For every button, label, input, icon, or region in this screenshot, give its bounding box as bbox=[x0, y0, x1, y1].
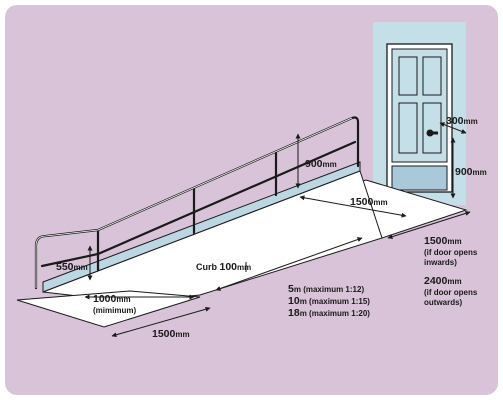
door-outwards-label: 2400mm bbox=[424, 275, 462, 287]
door-inwards-note-2: inwards) bbox=[424, 258, 457, 267]
lower-rail-label: 550mm bbox=[56, 261, 88, 273]
ramp-length-label-2: 10m (maximum 1:15) bbox=[288, 295, 370, 307]
bottom-landing-surface bbox=[16, 290, 201, 328]
door-threshold-height-label: 900mm bbox=[455, 166, 487, 178]
door-handle-height-label: 300mm bbox=[446, 115, 478, 127]
door-inwards-note-1: (if door opens bbox=[424, 248, 478, 257]
ramp-length-label-1: 5m (maximum 1:12) bbox=[288, 283, 364, 295]
bottom-landing-label: 1500mm bbox=[152, 328, 190, 340]
door bbox=[386, 43, 453, 193]
door-outwards-note-1: (if door opens bbox=[424, 288, 478, 297]
door-inwards-label: 1500mm bbox=[424, 235, 462, 247]
curb-label: Curb 100mm bbox=[196, 261, 251, 273]
dimension-lines bbox=[84, 122, 471, 338]
ramp-length-label-3: 18m (maximum 1:20) bbox=[288, 307, 370, 319]
top-landing-label: 1500mm bbox=[350, 196, 388, 208]
bottom-clearance-note: (mimimum) bbox=[93, 306, 136, 315]
handrail-height-label: 900mm bbox=[305, 158, 337, 170]
door-outwards-note-2: outwards) bbox=[424, 298, 463, 307]
bottom-clearance-label: 1000mm bbox=[93, 293, 131, 305]
